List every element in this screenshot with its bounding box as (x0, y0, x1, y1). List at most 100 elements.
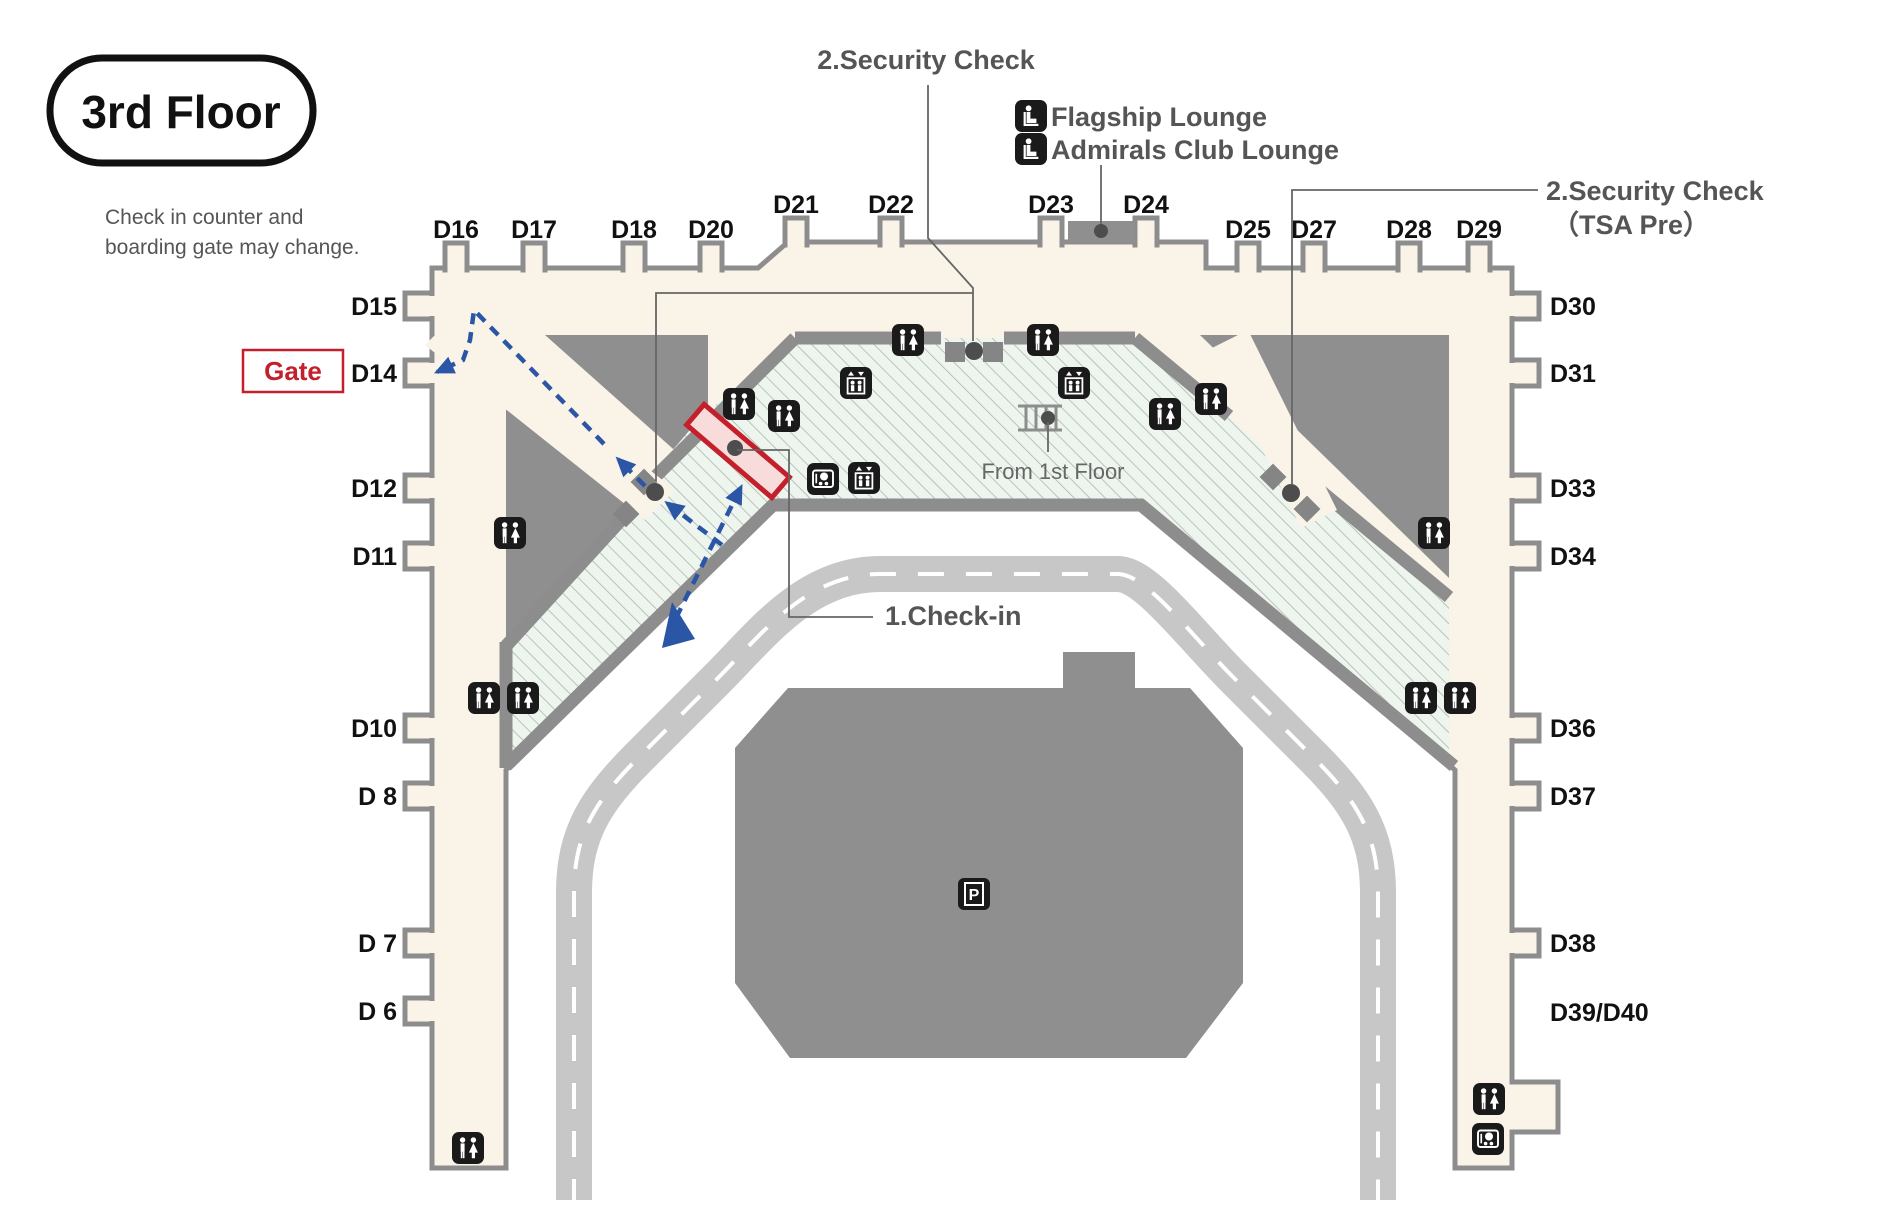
gate-label-D22: D22 (868, 191, 914, 219)
security-tsa-label-line1: 2.Security Check (1546, 176, 1765, 206)
from-first-floor-label: From 1st Floor (981, 459, 1124, 484)
gate-D25-stub (1234, 240, 1262, 273)
restroom-icon (1149, 398, 1181, 430)
restroom-icon (1195, 383, 1227, 415)
gate-label-D34: D34 (1550, 543, 1596, 571)
connector-tsa (1291, 189, 1538, 484)
elevator-icon (1057, 366, 1091, 400)
gate-D15-stub (402, 290, 435, 322)
svg-text:3rd Floor: 3rd Floor (81, 86, 280, 138)
restroom-icon (452, 1132, 484, 1164)
elevator-icon (847, 461, 881, 495)
gate-label-D24: D24 (1123, 191, 1169, 219)
gate-label-D33: D33 (1550, 475, 1596, 503)
left-security-walkway (425, 315, 675, 520)
gate-label-D17: D17 (511, 216, 557, 244)
restroom-icon (892, 324, 924, 356)
atm-icon (806, 462, 840, 496)
gate-label-D28: D28 (1386, 216, 1432, 244)
gate-D17-stub (520, 240, 548, 273)
restroom-icon (507, 682, 539, 714)
security-check-label: 2.Security Check (817, 45, 1036, 75)
connector-security-check (927, 85, 974, 341)
gate-label-D6: D 6 (358, 998, 397, 1026)
gate-label-D14: D14 (351, 360, 397, 388)
check-in-counter (683, 400, 793, 502)
route-path (433, 305, 744, 648)
gate-label-D25: D25 (1225, 216, 1271, 244)
gate-D33-stub (1509, 472, 1542, 504)
gate-label-D29: D29 (1456, 216, 1502, 244)
gate-D12-stub (402, 472, 435, 504)
page-title: 3rd Floor (46, 54, 317, 167)
parking-building (735, 652, 1243, 1058)
gate-D 7-stub (402, 927, 435, 959)
security-gate-center (945, 342, 1003, 362)
lounge-entrance-dot (1094, 224, 1108, 238)
gate-label-D16: D16 (433, 216, 479, 244)
gate-label-D20: D20 (688, 216, 734, 244)
gate-label-D23: D23 (1028, 191, 1074, 219)
gate-label-D27: D27 (1291, 216, 1337, 244)
restroom-icon (1444, 682, 1476, 714)
gate-label-D37: D37 (1550, 783, 1596, 811)
gate-label-D12: D12 (351, 475, 397, 503)
gate-label-D36: D36 (1550, 715, 1596, 743)
right-security-walkway (1212, 330, 1337, 528)
gate-D34-stub (1509, 540, 1542, 572)
gate-D30-stub (1509, 290, 1542, 322)
gate-D21-stub (782, 215, 810, 248)
inner-arch-wall (501, 498, 1459, 771)
escalator-icon (1018, 404, 1062, 432)
security-tsa-label-line2: （TSA Pre） (1552, 210, 1710, 240)
gate-label-D30: D30 (1550, 293, 1596, 321)
restroom-icon (1418, 517, 1450, 549)
gate-D 8-stub (402, 780, 435, 812)
gate-D16-stub (442, 240, 470, 273)
admirals-lounge-label: Admirals Club Lounge (1051, 135, 1339, 165)
left-wing-upper-block (545, 335, 708, 480)
gate-D24-stub (1132, 215, 1160, 248)
gate-label-D8: D 8 (358, 783, 397, 811)
check-in-label: 1.Check-in (885, 601, 1022, 631)
svg-text:Gate: Gate (264, 356, 322, 386)
gate-D37-stub (1509, 780, 1542, 812)
connector-check-in (737, 449, 873, 618)
connector-security-check-branch (655, 292, 973, 481)
restroom-icon (723, 388, 755, 420)
restroom-icon (768, 400, 800, 432)
gate-label-D38: D38 (1550, 930, 1596, 958)
gate-D36-stub (1509, 712, 1542, 744)
restroom-icon (1405, 682, 1437, 714)
restroom-icon (1027, 324, 1059, 356)
gate-D38-stub (1509, 927, 1542, 959)
atm-icon (1471, 1122, 1505, 1156)
gate-label-D11: D11 (353, 543, 398, 571)
gate-label-D10: D10 (351, 715, 397, 743)
gate-label-D39-D40: D39/D40 (1550, 999, 1649, 1027)
left-wing-lower-block (506, 368, 636, 652)
note-line2: boarding gate may change. (105, 236, 360, 259)
gate-D23-stub (1037, 215, 1065, 248)
gate-label-D31: D31 (1550, 360, 1596, 388)
restroom-icon (494, 517, 526, 549)
gate-D18-stub (620, 240, 648, 273)
lounge-icon (1015, 133, 1047, 165)
elevator-icon (839, 366, 873, 400)
lounge-icon (1015, 100, 1047, 132)
secure-wall-right-b (1306, 477, 1454, 603)
gate-D29-stub (1465, 240, 1493, 273)
gate-tag: Gate (241, 348, 345, 394)
gate-D11-stub (402, 540, 435, 572)
gate-D27-stub (1300, 240, 1328, 273)
restroom-icon (1473, 1083, 1505, 1115)
gate-D31-stub (1509, 357, 1542, 389)
restroom-icon (468, 682, 500, 714)
gate-label-D18: D18 (611, 216, 657, 244)
note-line1: Check in counter and (105, 206, 303, 229)
gate-D10-stub (402, 712, 435, 744)
secure-wall-left-a (501, 515, 626, 651)
